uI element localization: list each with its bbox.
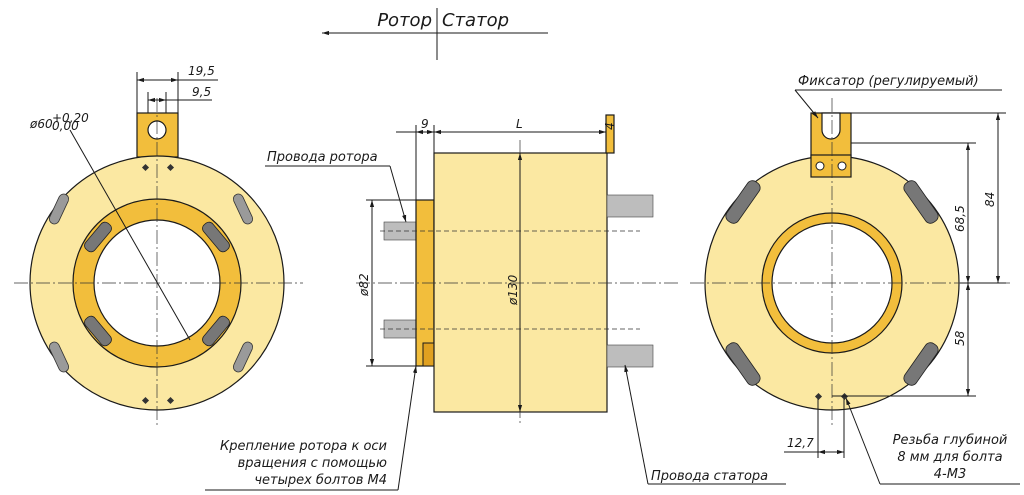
stator-wire-bundles [606,194,654,368]
tab-inner-dim: 9,5 [192,85,211,99]
rotor-slots [48,193,254,373]
bore-tolerance-upper: +0,20 [52,111,89,125]
thread-label-line1: Резьба глубиной [893,433,1008,448]
stator-wires-label: Провода статора [651,469,768,484]
flange-diameter-dim: ø82 [357,273,371,297]
flange-thread-hatch [422,342,435,367]
bore-diameter-label: ø60 [29,117,53,131]
rotor-bolt-markers [141,163,175,405]
lock-base [810,154,852,178]
lock-label: Фиксатор (регулируемый) [798,74,979,89]
rotor-header-label: Ротор [377,10,432,31]
stator-front-view: 84 68,5 58 12,7 Фиксатор (регулируемый) … [690,74,1020,485]
rotor-stator-header: Ротор Статор [322,8,548,60]
mount-label-line1: Крепление ротора к оси [220,439,387,454]
bore-tolerance-lower: 0,00 [52,119,79,133]
thread-label-line3: 4-М3 [934,467,966,482]
stator-header-label: Статор [442,10,509,31]
body-diameter-dim: ø130 [506,274,520,306]
thread-hole-left [814,392,823,401]
thread-label-line2: 8 мм для болта [897,450,1002,465]
lock-height-dim: 84 [983,192,997,207]
lock-slot [821,112,841,140]
lock-center-dim: 68,5 [953,205,967,232]
stator-tab [605,114,615,154]
rotor-front-view: ø60 +0,20 0,00 19,5 9,5 [14,64,303,428]
side-view: ø82 ø130 9 L 4 Провода ротора Крепление … [205,114,786,491]
rotor-wires-label: Провода ротора [267,150,378,165]
flange-thickness-dim: 9 [421,117,429,131]
rotor-wire-bundles [383,221,419,339]
lower-distance-dim: 58 [953,330,967,346]
rotor-brush-blocks [84,221,230,347]
tab-thickness-dim: 4 [603,122,617,130]
stator-brush-blocks [725,180,939,386]
tab-outer-dim: 19,5 [188,64,215,78]
thread-offset-dim: 12,7 [787,436,814,450]
bore-leader-line [69,129,191,341]
mount-label-line2: вращения с помощью [238,456,387,471]
length-dim: L [516,117,523,131]
mount-label-line3: четырех болтов М4 [254,473,387,488]
